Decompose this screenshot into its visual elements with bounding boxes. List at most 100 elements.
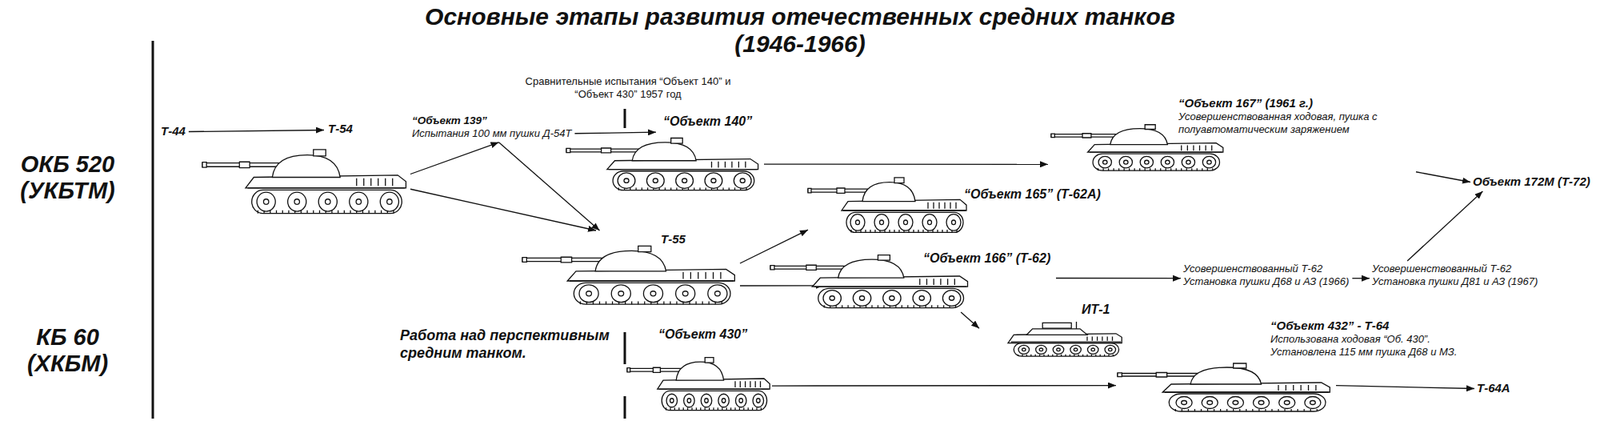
track-link bbox=[282, 210, 284, 214]
track bbox=[818, 288, 964, 308]
track bbox=[661, 390, 767, 410]
track-link bbox=[1086, 354, 1088, 356]
connector-arrow bbox=[574, 132, 656, 134]
road-wheel bbox=[646, 172, 664, 189]
tank-drawing bbox=[566, 132, 760, 194]
track-link bbox=[1220, 408, 1221, 412]
engine-grille bbox=[926, 278, 928, 285]
track bbox=[612, 171, 755, 191]
tank-node: “Объект 167” (1961 г.)Усовершенствованна… bbox=[1048, 92, 1416, 176]
node-heading: Усовершенствованный Т-62 bbox=[1372, 262, 1538, 276]
track-link bbox=[1095, 354, 1096, 356]
road-wheel bbox=[579, 284, 599, 303]
track-link bbox=[683, 407, 684, 410]
engine-grille bbox=[744, 380, 746, 388]
track-link bbox=[874, 229, 876, 232]
engine-grille bbox=[363, 178, 364, 186]
track-link bbox=[1155, 168, 1156, 171]
wheel-hub bbox=[670, 398, 675, 404]
track-link bbox=[1123, 168, 1124, 171]
engine-grille bbox=[712, 272, 714, 280]
node-heading: Усовершенствованный Т-62 bbox=[1183, 262, 1349, 276]
track-link bbox=[717, 407, 719, 410]
track-link bbox=[669, 301, 671, 305]
road-wheel bbox=[1140, 156, 1153, 168]
road-wheel bbox=[898, 214, 913, 232]
wheel-hub bbox=[652, 178, 658, 183]
track-link bbox=[722, 187, 724, 190]
node-body: Усовершенствованная ходовая, пушка с пол… bbox=[1178, 110, 1411, 136]
road-wheel bbox=[1304, 396, 1321, 409]
wheel-hub bbox=[1310, 400, 1316, 405]
connector-arrow bbox=[1056, 277, 1181, 280]
track-link bbox=[937, 304, 939, 308]
track-link bbox=[1165, 168, 1167, 171]
road-wheel bbox=[946, 214, 961, 232]
wheel-hub bbox=[1022, 348, 1027, 352]
track bbox=[846, 212, 964, 232]
turret bbox=[862, 182, 916, 202]
track-link bbox=[1078, 354, 1080, 356]
node-heading: “Объект 139” bbox=[412, 114, 572, 128]
track-link bbox=[669, 407, 671, 410]
track-link bbox=[1284, 408, 1285, 412]
engine-grille bbox=[947, 278, 948, 285]
wheel-hub bbox=[1207, 400, 1213, 405]
wheel-hub bbox=[1232, 400, 1239, 405]
road-wheel bbox=[676, 172, 694, 189]
road-wheel bbox=[1253, 396, 1270, 409]
track-link bbox=[901, 304, 903, 308]
engine-grille bbox=[1292, 384, 1294, 391]
track-link bbox=[1186, 168, 1188, 171]
track-link bbox=[1026, 354, 1028, 356]
engine-grille bbox=[384, 178, 386, 186]
diagram-title: Основные этапы развития отечественных ср… bbox=[396, 3, 1204, 58]
road-wheel bbox=[1176, 396, 1192, 409]
road-wheel bbox=[735, 393, 747, 408]
connector-arrow bbox=[1336, 385, 1475, 389]
track-link bbox=[824, 304, 825, 308]
node-body: Испытания 100 мм пушки Д-54Т bbox=[412, 127, 572, 140]
cupola bbox=[638, 245, 652, 252]
turret bbox=[838, 259, 904, 278]
fender bbox=[1011, 341, 1122, 343]
tank-node: “Объект 140” bbox=[656, 112, 764, 196]
node-body: Установка пушки Д68 и АЗ (1966) bbox=[1183, 275, 1349, 288]
missile-launcher bbox=[1042, 322, 1072, 328]
track-link bbox=[705, 187, 707, 190]
cupola bbox=[313, 149, 326, 156]
track-link bbox=[898, 229, 900, 232]
track-link bbox=[665, 407, 667, 410]
engine-grille bbox=[949, 202, 951, 209]
wheel-hub bbox=[586, 291, 592, 296]
engine-grille bbox=[1101, 336, 1103, 341]
track-link bbox=[1112, 354, 1114, 356]
track-link bbox=[739, 407, 740, 410]
wheel-hub bbox=[1258, 400, 1264, 405]
track bbox=[1092, 153, 1220, 171]
engine-grille bbox=[1092, 336, 1093, 341]
wheel-hub bbox=[829, 296, 835, 301]
fender bbox=[843, 209, 966, 211]
wheel-hub bbox=[624, 178, 629, 183]
track-link bbox=[644, 301, 645, 305]
track-link bbox=[708, 301, 710, 305]
track-link bbox=[1175, 408, 1176, 412]
engine-grille bbox=[738, 161, 740, 168]
track-link bbox=[695, 301, 696, 305]
muzzle bbox=[202, 162, 207, 168]
muzzle bbox=[522, 257, 527, 263]
track-link bbox=[752, 407, 753, 410]
connector-arrow bbox=[772, 384, 1116, 387]
track-link bbox=[1226, 408, 1228, 412]
track-link bbox=[380, 210, 382, 214]
road-wheel bbox=[704, 172, 723, 189]
wheel-hub bbox=[928, 220, 932, 225]
fender bbox=[1164, 391, 1329, 392]
track-link bbox=[1139, 168, 1140, 171]
wheel-hub bbox=[1181, 400, 1188, 405]
track-link bbox=[1069, 354, 1071, 356]
track-link bbox=[936, 229, 938, 232]
